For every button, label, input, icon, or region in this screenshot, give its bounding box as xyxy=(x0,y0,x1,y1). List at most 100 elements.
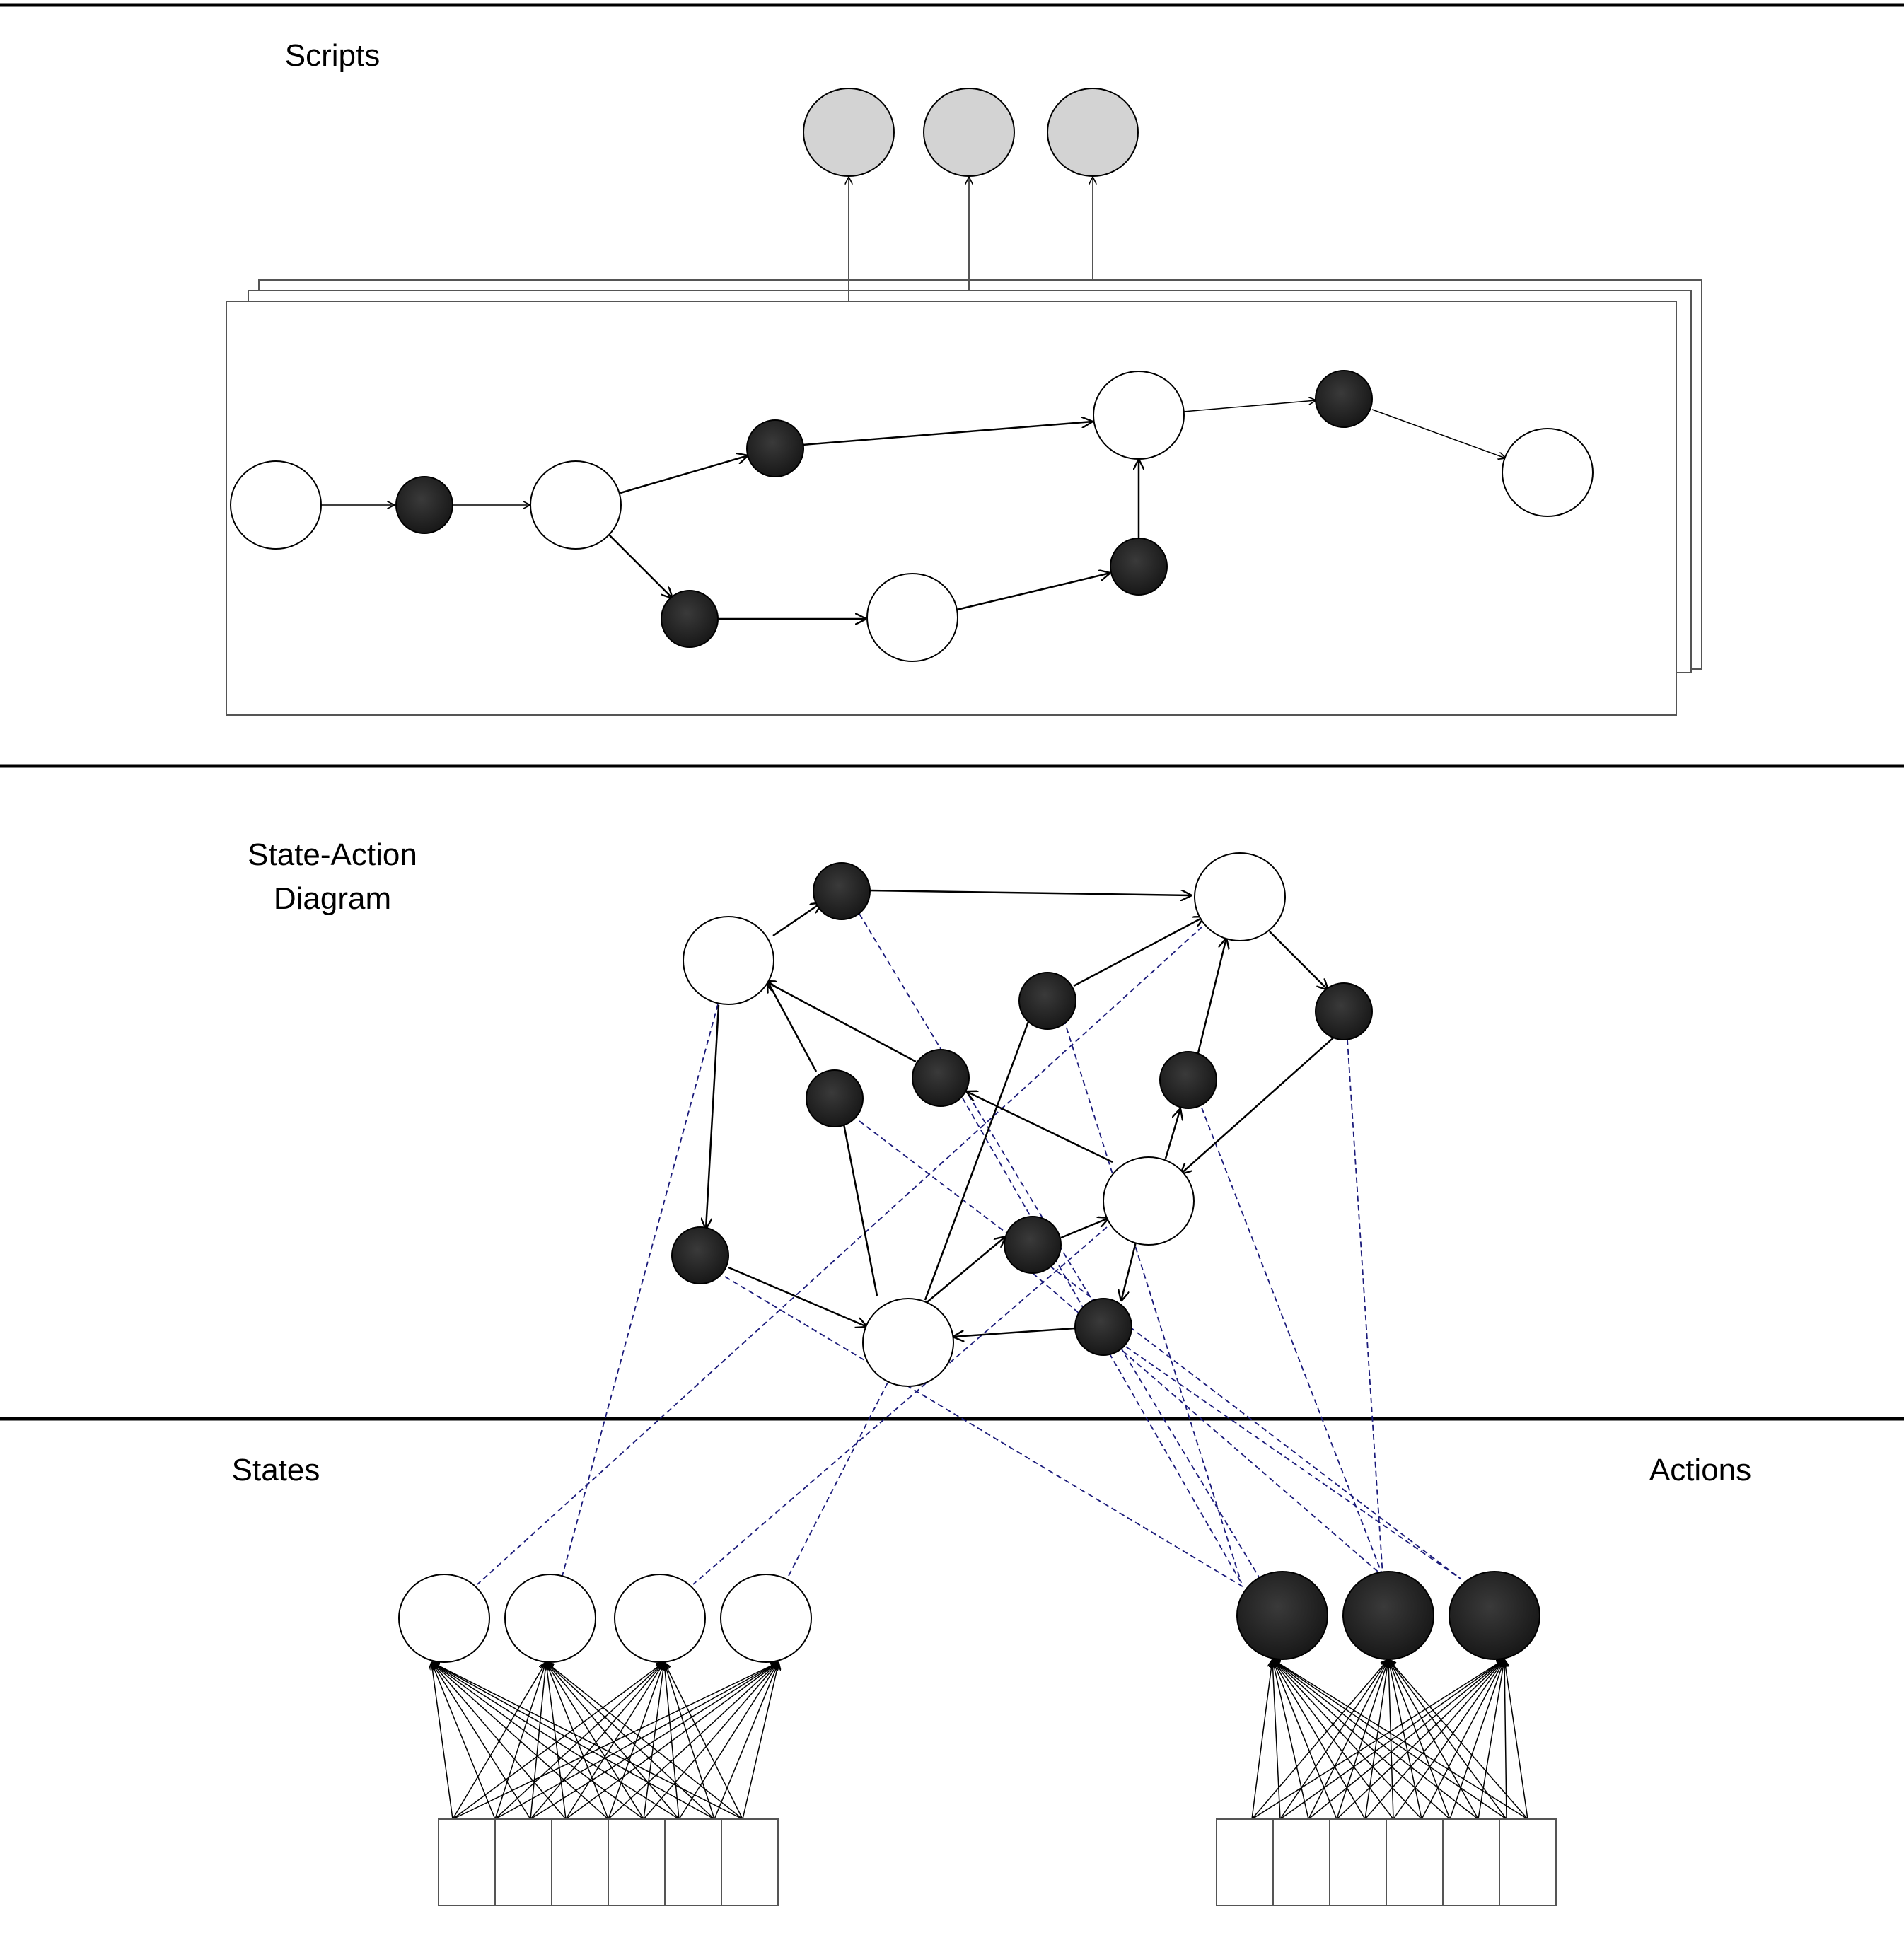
action-node xyxy=(1342,1571,1434,1660)
state-action-mapping-edges xyxy=(477,913,1461,1591)
encoder-edge xyxy=(643,1662,664,1820)
output-node xyxy=(923,88,1015,177)
encoder-edge xyxy=(1421,1659,1504,1820)
action-node xyxy=(1236,1571,1328,1660)
encoder-edge xyxy=(1272,1659,1507,1820)
encoder-edge xyxy=(1272,1659,1479,1820)
encoder-edge xyxy=(1336,1659,1504,1820)
state-node xyxy=(230,460,322,550)
input-box xyxy=(551,1818,609,1906)
state-node xyxy=(614,1574,706,1663)
states-layer-nodes xyxy=(398,1574,812,1663)
encoder-edge xyxy=(742,1662,779,1820)
encoder-edge xyxy=(546,1662,680,1820)
encoder-edge xyxy=(452,1662,664,1820)
input-box xyxy=(1499,1818,1557,1906)
encoder-edge xyxy=(608,1662,779,1820)
encoder-edge xyxy=(1388,1659,1507,1820)
encoder-edge xyxy=(546,1662,743,1820)
encoder-edge xyxy=(431,1662,743,1820)
action-node xyxy=(395,476,453,534)
encoder-edge xyxy=(565,1662,779,1820)
encoder-edge xyxy=(1308,1659,1504,1820)
input-box xyxy=(1386,1818,1444,1906)
encoder-edge xyxy=(664,1662,680,1820)
action-node xyxy=(912,1049,970,1107)
action-node xyxy=(1159,1051,1217,1109)
encoder-edge xyxy=(431,1662,453,1820)
input-box xyxy=(608,1818,666,1906)
action-node xyxy=(1074,1298,1132,1356)
scripts-label: Scripts xyxy=(285,38,380,73)
encoder-edge xyxy=(546,1662,715,1820)
action-node xyxy=(1018,972,1076,1030)
encoder-edge xyxy=(530,1662,779,1820)
state-node xyxy=(1502,428,1594,517)
encoder-edge xyxy=(565,1662,664,1820)
input-box xyxy=(721,1818,779,1906)
input-box xyxy=(494,1818,552,1906)
action-node xyxy=(1004,1216,1062,1274)
encoder-edge xyxy=(1272,1659,1366,1820)
encoder-edge xyxy=(678,1662,779,1820)
state-action-diagram-label-line1: State-Action xyxy=(248,837,417,872)
state-action-diagram-label-line2: Diagram xyxy=(274,881,391,916)
script-output-nodes xyxy=(803,88,1139,177)
encoder-edge xyxy=(1279,1659,1504,1820)
script-output-arrows xyxy=(849,177,1093,301)
output-node xyxy=(803,88,895,177)
action-node xyxy=(671,1226,729,1284)
action-node xyxy=(746,419,804,477)
actions-label: Actions xyxy=(1649,1453,1751,1487)
states-input-boxes xyxy=(438,1818,779,1906)
actions-encoder-edges xyxy=(1251,1659,1528,1820)
encoder-edge xyxy=(431,1662,644,1820)
encoder-edge xyxy=(1251,1659,1504,1820)
input-box xyxy=(1442,1818,1500,1906)
output-node xyxy=(1047,88,1139,177)
encoder-edge xyxy=(1388,1659,1479,1820)
encoder-edge xyxy=(546,1662,644,1820)
encoder-edge xyxy=(431,1662,496,1820)
input-box xyxy=(664,1818,722,1906)
state-node xyxy=(398,1574,490,1663)
state-node xyxy=(720,1574,812,1663)
state-action-nodes xyxy=(671,852,1373,1387)
scripts-stack xyxy=(226,279,1702,716)
states-encoder-edges xyxy=(431,1662,779,1820)
encoder-edge xyxy=(1504,1659,1507,1820)
encoder-edge xyxy=(664,1662,715,1820)
state-node xyxy=(504,1574,596,1663)
encoder-edge xyxy=(1478,1659,1504,1820)
encoder-edge xyxy=(1251,1659,1388,1820)
encoder-edge xyxy=(431,1662,531,1820)
encoder-edge xyxy=(431,1662,680,1820)
state-action-edges xyxy=(706,889,1337,1337)
state-node xyxy=(530,460,622,550)
state-node xyxy=(683,916,774,1005)
encoder-edge xyxy=(1272,1659,1451,1820)
encoder-edge xyxy=(643,1662,779,1820)
action-node xyxy=(806,1069,864,1127)
encoder-edge xyxy=(530,1662,664,1820)
state-node xyxy=(862,1298,954,1387)
encoder-edge xyxy=(1504,1659,1528,1820)
encoder-edge xyxy=(608,1662,664,1820)
action-node xyxy=(1315,982,1373,1040)
script-card-front xyxy=(226,301,1677,716)
encoder-edge xyxy=(494,1662,664,1820)
encoder-edge xyxy=(431,1662,567,1820)
encoder-edge xyxy=(1388,1659,1422,1820)
input-box xyxy=(1272,1818,1330,1906)
encoder-edge xyxy=(1336,1659,1388,1820)
encoder-edge xyxy=(1393,1659,1504,1820)
encoder-edge xyxy=(494,1662,779,1820)
input-box xyxy=(438,1818,496,1906)
encoder-edge xyxy=(546,1662,609,1820)
state-node xyxy=(1093,371,1185,460)
state-node xyxy=(1194,852,1286,941)
encoder-edge xyxy=(431,1662,715,1820)
action-node xyxy=(1110,538,1168,596)
actions-layer-nodes xyxy=(1236,1571,1540,1660)
